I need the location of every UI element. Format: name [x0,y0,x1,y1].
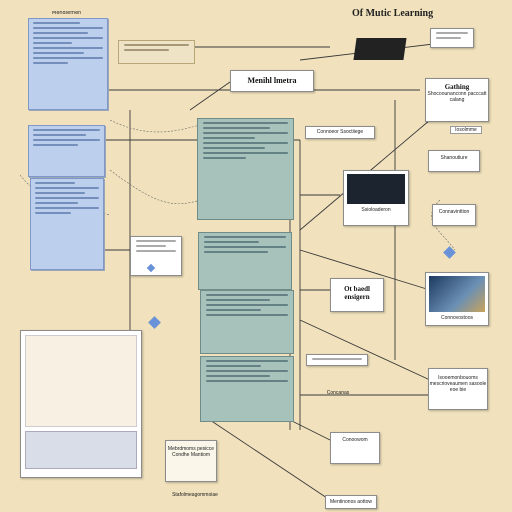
diamond-marker [148,316,161,329]
top-center-card [118,40,195,64]
header-title: Of Mutic Learning [352,8,434,19]
center-panel-lower [200,290,294,354]
bottom-center-label: Mentinonos aottow [325,495,377,509]
bottom-caption: Stafolmeagommoiae [172,492,218,498]
center-panel-top [197,118,294,220]
bottom-note-card: Mebrdmoms pesicce Condhe Mantiom [165,440,217,482]
design-node: Ot baedl ensigern [330,278,384,312]
mental-node: Menihl lmetra [230,70,314,92]
right-image-card: Connovostoos [425,272,489,326]
left-panel-middle [28,125,105,177]
mid-connector-label [306,354,368,366]
left-panel-lower [30,178,104,270]
top-right-card [430,28,474,48]
bottom-center-card: Conoowom [330,432,380,464]
screen-node: Ssioloaderon [343,170,409,226]
center-panel-bottom [200,356,294,422]
right-card-1: Shanoutiure [428,150,480,172]
diamond-marker [443,246,456,259]
right-card-2: Connavinttion [432,204,476,226]
gathering-tag: Iosolmme [450,126,482,134]
bottom-left-screen [20,330,142,478]
bottom-right-node: Isooemonbouoms mescrioveaumen sasoole eo… [428,368,488,410]
chart-label: Concanas [326,390,350,396]
data-stream-graphic [353,38,407,60]
center-panel-middle [198,232,292,290]
left-small-card [130,236,182,276]
connector-node: Connoeor Ssoctiiege [305,126,375,139]
header-left-label: Mendiemen [52,11,82,16]
gathering-node: Gathing Shocoounanconn pacccatt calang [425,78,489,122]
left-panel-top [28,18,108,110]
